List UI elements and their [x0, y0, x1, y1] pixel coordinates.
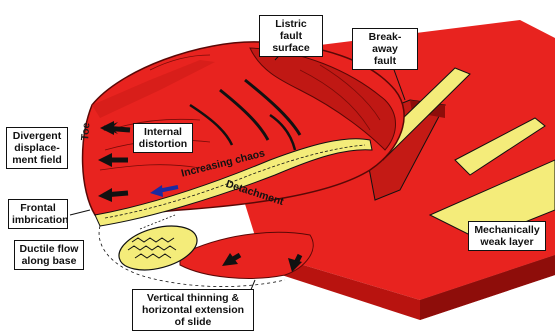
label-divergent-displacement-field: Divergent displace- ment field: [6, 127, 68, 169]
label-break-away-fault: Break-away fault: [352, 28, 418, 70]
label-frontal-imbrication: Frontal imbrication: [8, 199, 68, 229]
label-ductile-flow: Ductile flow along base: [14, 240, 84, 270]
label-toe: Toe: [79, 122, 93, 141]
lower-lobe: [180, 232, 313, 278]
label-mechanically-weak-layer: Mechanically weak layer: [468, 221, 546, 251]
label-listric-fault-surface: Listric fault surface: [259, 15, 323, 57]
label-vertical-thinning: Vertical thinning & horizontal extension…: [132, 289, 254, 331]
label-internal-distortion: Internal distortion: [133, 123, 193, 153]
